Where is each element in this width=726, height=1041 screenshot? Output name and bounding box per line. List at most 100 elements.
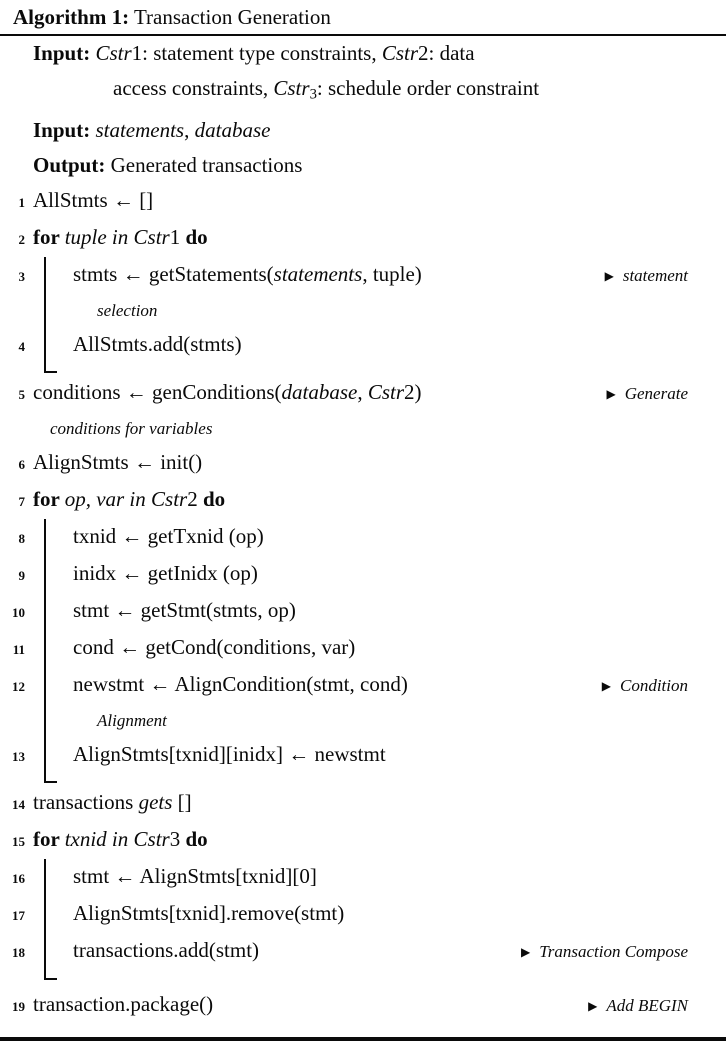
comment-marker-icon: ▶ bbox=[521, 945, 530, 959]
line-number: 4 bbox=[0, 329, 25, 364]
line-number: 13 bbox=[0, 739, 25, 774]
line-number: 14 bbox=[0, 787, 25, 822]
input-line: Input: statements, database bbox=[0, 113, 726, 148]
code-text: cond ← getCond(conditions, var) bbox=[25, 630, 355, 665]
line-number: 6 bbox=[0, 447, 25, 482]
output-line: Output: Generated transactions bbox=[0, 148, 726, 183]
code-text: stmt ← getStmt(stmts, op) bbox=[25, 593, 296, 628]
code-line: 13 AlignStmts[txnid][inidx] ← newstmt bbox=[0, 737, 726, 774]
header-segment: Generated transactions bbox=[111, 153, 303, 177]
code-segment: for bbox=[33, 487, 65, 511]
input-continuation-line: access constraints, Cstr3: schedule orde… bbox=[0, 71, 726, 113]
code-segment: AllStmts.add(stmts) bbox=[73, 332, 242, 356]
header-segment: 3 bbox=[310, 87, 317, 103]
code-segment: do bbox=[185, 225, 207, 249]
comment-continuation: Alignment bbox=[0, 705, 726, 737]
input-line: Input: Cstr1: statement type constraints… bbox=[0, 36, 726, 71]
code-text: AlignStmts[txnid][inidx] ← newstmt bbox=[25, 737, 386, 772]
header-segment: Input: bbox=[33, 41, 95, 65]
comment-text: Transaction Compose bbox=[539, 942, 688, 961]
line-number: 9 bbox=[0, 558, 25, 593]
code-text: newstmt ← AlignCondition(stmt, cond) bbox=[25, 667, 408, 702]
code-segment: stmt ← getStmt(stmts, op) bbox=[73, 598, 296, 622]
comment-segment: Alignment bbox=[97, 711, 167, 730]
code-segment: 2 bbox=[187, 487, 203, 511]
inline-comment: ▶Condition bbox=[602, 668, 726, 705]
algorithm-title: Algorithm 1: Transaction Generation bbox=[0, 0, 726, 34]
inline-comment: ▶ Transaction Compose bbox=[521, 934, 726, 971]
code-segment: stmt ← AlignStmts[txnid][0] bbox=[73, 864, 317, 888]
code-line: 11 cond ← getCond(conditions, var) bbox=[0, 630, 726, 667]
code-line: 10 stmt ← getStmt(stmts, op) bbox=[0, 593, 726, 630]
code-segment: transaction.package() bbox=[33, 992, 213, 1016]
code-segment: [] bbox=[172, 790, 191, 814]
code-segment: do bbox=[185, 827, 207, 851]
code-line: 4 AllStmts.add(stmts) bbox=[0, 327, 726, 364]
header-segment: Cstr bbox=[273, 76, 309, 100]
code-segment: cond ← getCond(conditions, var) bbox=[73, 635, 355, 659]
header-segment: database bbox=[195, 118, 271, 142]
code-text: for tuple in Cstr1 do bbox=[25, 220, 208, 255]
code-segment: database bbox=[282, 380, 358, 404]
algorithm-name: Transaction Generation bbox=[134, 5, 331, 29]
line-number: 10 bbox=[0, 595, 25, 630]
header-segment: : schedule order constraint bbox=[317, 76, 539, 100]
comment-marker-icon: ▶ bbox=[588, 999, 597, 1013]
line-number: 12 bbox=[0, 669, 25, 704]
line-number: 19 bbox=[0, 989, 25, 1024]
code-text: AllStmts ← [] bbox=[25, 183, 153, 218]
code-segment: AllStmts ← [] bbox=[33, 188, 153, 212]
code-segment: do bbox=[203, 487, 225, 511]
code-text: transaction.package() bbox=[25, 987, 213, 1022]
comment-text: Add BEGIN bbox=[606, 996, 688, 1015]
header-text: access constraints, Cstr3: schedule orde… bbox=[0, 71, 539, 113]
code-text: conditions ← genConditions(database, Cst… bbox=[25, 375, 422, 410]
code-text: stmt ← AlignStmts[txnid][0] bbox=[25, 859, 317, 894]
algorithm-label: Algorithm 1: bbox=[13, 5, 129, 29]
loop-bracket bbox=[44, 519, 46, 783]
code-text: txnid ← getTxnid (op) bbox=[25, 519, 264, 554]
bottom-rule bbox=[0, 1037, 726, 1041]
code-text: stmts ← getStatements(statements, tuple) bbox=[25, 257, 422, 292]
code-line: 19 transaction.package() ▶ Add BEGIN bbox=[0, 987, 726, 1025]
code-segment: AlignStmts[txnid].remove(stmt) bbox=[73, 901, 344, 925]
code-segment: conditions ← genConditions( bbox=[33, 380, 282, 404]
code-text: for txnid in Cstr3 do bbox=[25, 822, 208, 857]
code-segment: txnid ← getTxnid (op) bbox=[73, 524, 264, 548]
code-segment: , bbox=[357, 380, 368, 404]
code-segment: stmts ← getStatements( bbox=[73, 262, 274, 286]
algorithm-header: Input: Cstr1: statement type constraints… bbox=[0, 36, 726, 183]
code-segment: , tuple) bbox=[362, 262, 421, 286]
comment-marker-icon: ▶ bbox=[605, 269, 614, 283]
inline-comment: ▶ Add BEGIN bbox=[588, 988, 726, 1025]
comment-text: Condition bbox=[620, 676, 688, 695]
loop-bracket bbox=[44, 859, 46, 980]
code-segment: for bbox=[33, 225, 65, 249]
code-segment: AlignStmts[txnid][inidx] ← newstmt bbox=[73, 742, 386, 766]
line-number: 11 bbox=[0, 632, 25, 667]
comment-segment: selection bbox=[97, 301, 157, 320]
code-segment: 2) bbox=[404, 380, 422, 404]
header-segment: 1 bbox=[132, 41, 143, 65]
line-number: 16 bbox=[0, 861, 25, 896]
code-segment: 1 bbox=[170, 225, 186, 249]
header-segment: Output: bbox=[33, 153, 111, 177]
comment-continuation-text: conditions for variables bbox=[25, 413, 212, 445]
code-segment: 3 bbox=[170, 827, 186, 851]
line-number: 15 bbox=[0, 824, 25, 859]
header-text: Input: Cstr1: statement type constraints… bbox=[0, 36, 475, 71]
code-segment: for bbox=[33, 827, 65, 851]
code-segment: statements bbox=[274, 262, 363, 286]
